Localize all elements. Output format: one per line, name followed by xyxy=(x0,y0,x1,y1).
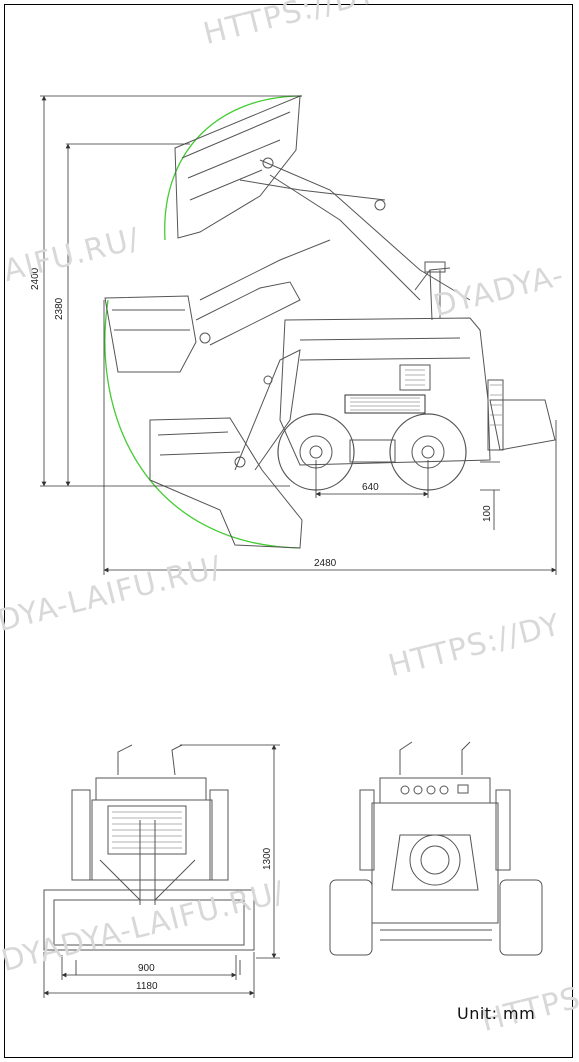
rear-view xyxy=(329,741,543,956)
dim-wheelbase: 640 xyxy=(362,482,379,493)
dim-overall-width: 1180 xyxy=(136,981,158,992)
drawing-frame xyxy=(4,4,573,1058)
engine-fan xyxy=(409,834,461,886)
front-dimensions xyxy=(43,744,280,998)
dim-pin-height: 2380 xyxy=(54,297,65,320)
dim-overall-height: 2400 xyxy=(30,267,41,290)
side-dimensions xyxy=(40,95,557,575)
side-view xyxy=(104,95,556,549)
dim-front-height: 1300 xyxy=(262,847,273,870)
reach-arc xyxy=(164,95,303,241)
reach-arc-lower xyxy=(104,299,301,549)
front-view xyxy=(43,744,255,975)
dim-ground-clearance: 100 xyxy=(482,505,493,522)
unit-label: Unit: mm xyxy=(457,1004,536,1023)
dim-overall-length: 2480 xyxy=(314,558,337,569)
dim-inner-track: 900 xyxy=(138,963,155,974)
